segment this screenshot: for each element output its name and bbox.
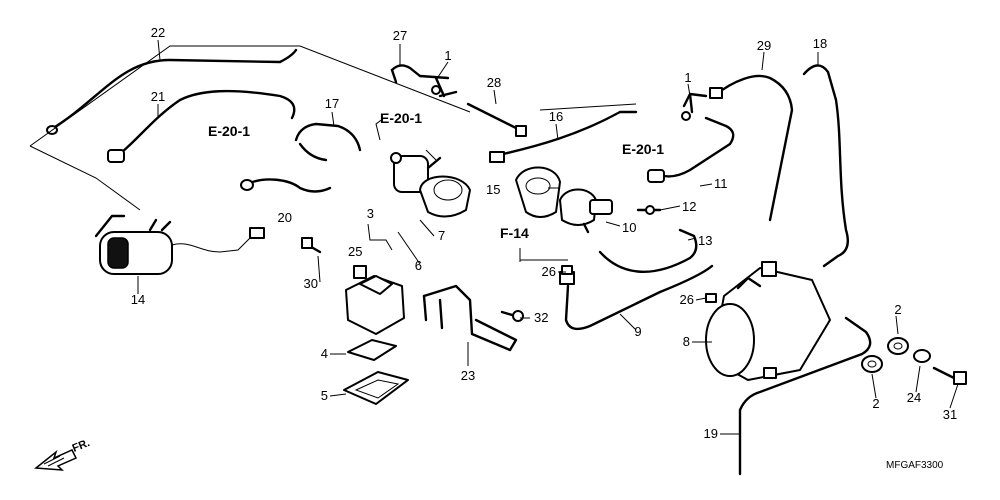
callout-10: 10	[622, 220, 636, 235]
callout-29: 29	[757, 38, 771, 53]
frame-lines	[29, 45, 637, 261]
reference-labels: E-20-1 E-20-1 E-20-1 F-14	[208, 110, 664, 241]
callout-30: 30	[304, 276, 318, 291]
bolt-30	[301, 237, 322, 254]
hose-28	[466, 102, 527, 137]
hose-27	[390, 64, 422, 84]
callout-24: 24	[907, 390, 921, 405]
callout-7: 7	[438, 228, 445, 243]
callout-1-right: 1	[684, 70, 691, 85]
grommet-2-lower	[861, 355, 883, 373]
callout-15: 15	[486, 182, 500, 197]
callout-4: 4	[321, 346, 328, 361]
hose-21	[107, 89, 296, 163]
valve-6	[390, 152, 442, 193]
callout-22: 22	[151, 25, 165, 40]
leader-lines	[137, 39, 959, 435]
ref-f14: F-14	[500, 225, 529, 241]
hose-29	[709, 74, 794, 222]
callout-3: 3	[367, 206, 374, 221]
tray-5	[343, 371, 409, 405]
callout-18: 18	[813, 36, 827, 51]
callout-27: 27	[393, 28, 407, 43]
callout-12: 12	[682, 199, 696, 214]
callout-26-left: 26	[542, 264, 556, 279]
callout-16: 16	[549, 109, 563, 124]
callout-2-lower: 2	[872, 396, 879, 411]
bolt-32	[500, 310, 524, 322]
callout-26-right: 26	[680, 292, 694, 307]
ref-e20-right: E-20-1	[622, 141, 664, 157]
hose-11	[647, 116, 735, 183]
washer-24	[913, 349, 931, 363]
callout-labels: 22 21 17 27 1 28 16 29 18 1 11 12 13 10 …	[131, 25, 957, 441]
callout-23: 23	[461, 368, 475, 383]
clip-26-right	[705, 293, 717, 303]
seal-4	[347, 339, 397, 361]
bracket-23	[422, 284, 518, 352]
grommet-2-upper	[887, 337, 909, 355]
callout-1-left: 1	[444, 48, 451, 63]
t-joint-1-left	[418, 74, 458, 98]
hose-16	[489, 110, 638, 163]
valve-10	[559, 188, 613, 234]
callout-14: 14	[131, 292, 145, 307]
hose-18	[802, 64, 849, 268]
callout-5: 5	[321, 388, 328, 403]
clip-26-left	[561, 265, 573, 275]
hose-19	[738, 316, 872, 476]
ref-e20-center: E-20-1	[380, 110, 422, 126]
t-joint-1-right	[681, 92, 708, 121]
callout-28: 28	[487, 75, 501, 90]
canister-8	[705, 261, 831, 381]
purge-valve-14	[94, 214, 265, 275]
callout-32: 32	[534, 310, 548, 325]
callout-31: 31	[943, 407, 957, 422]
fitting-12	[636, 205, 662, 215]
hose-13	[598, 228, 698, 273]
diagram-code: MFGAF3300	[886, 460, 944, 471]
callout-6: 6	[415, 258, 422, 273]
callout-21: 21	[151, 89, 165, 104]
callout-11: 11	[714, 176, 728, 191]
callout-9: 9	[634, 324, 641, 339]
front-direction-arrow: FR.	[34, 437, 92, 471]
callout-2-upper: 2	[894, 302, 901, 317]
callout-25: 25	[348, 244, 362, 259]
cap-7	[419, 175, 471, 218]
callout-20: 20	[278, 210, 292, 225]
fr-label: FR.	[71, 437, 92, 455]
hose-17	[294, 122, 362, 162]
clamp-15	[515, 166, 561, 218]
nut-25	[353, 265, 367, 279]
bolt-31	[932, 366, 967, 385]
callout-13: 13	[698, 233, 712, 248]
cover-3	[345, 275, 405, 335]
callout-17: 17	[325, 96, 339, 111]
hose-connector-lower	[240, 178, 332, 193]
callout-8: 8	[683, 334, 690, 349]
callout-19: 19	[704, 426, 718, 441]
ref-e20-left: E-20-1	[208, 123, 250, 139]
